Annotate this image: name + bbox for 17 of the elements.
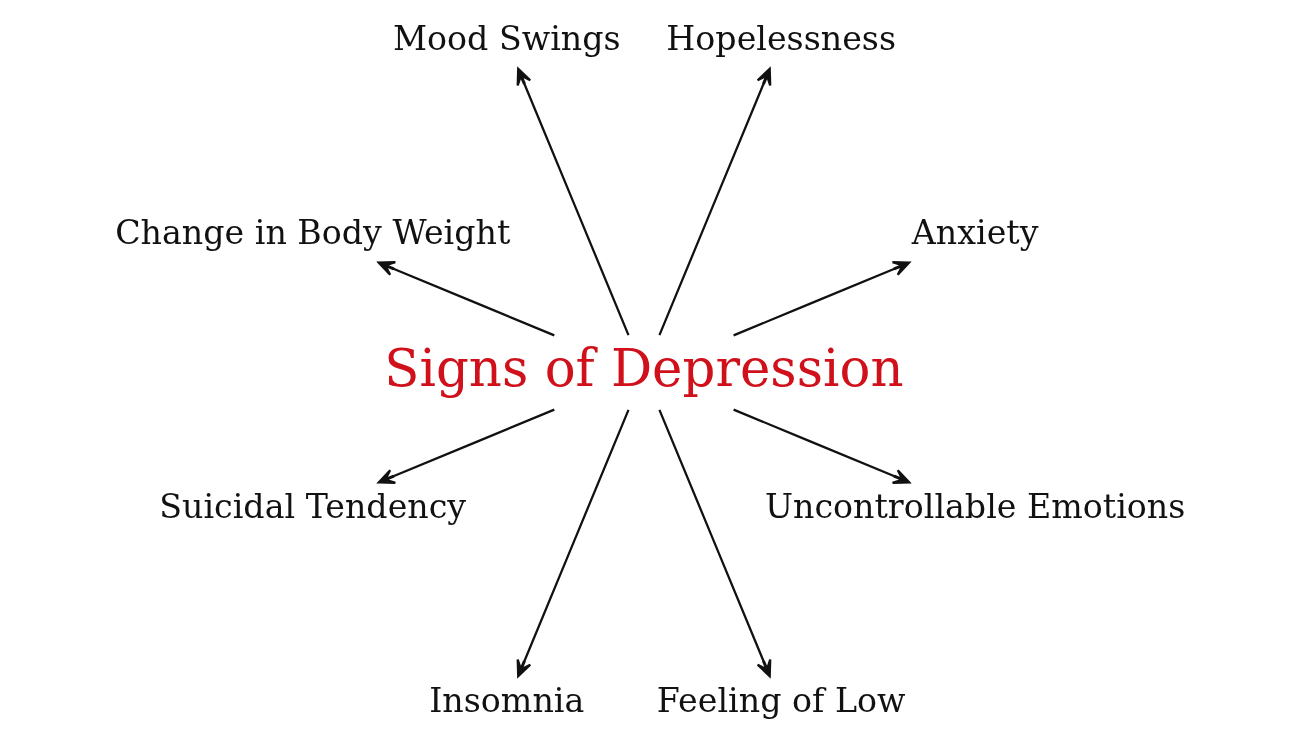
arrow: [377, 261, 555, 337]
node-text: Feeling of Low: [656, 681, 906, 721]
arrow: [377, 408, 555, 484]
node-text: Insomnia: [429, 681, 585, 721]
node-text: Uncontrollable Emotions: [765, 487, 1186, 527]
node-text: Anxiety: [911, 212, 1039, 252]
arrow: [516, 67, 630, 336]
arrow: [733, 408, 911, 484]
arrow: [658, 67, 772, 336]
arrow: [516, 409, 630, 678]
node-text: Suicidal Tendency: [159, 487, 467, 527]
arrow: [658, 409, 772, 678]
node-text: Change in Body Weight: [115, 212, 511, 252]
arrow: [733, 261, 911, 337]
node-text: Mood Swings: [392, 18, 621, 58]
node-text: Signs of Depression: [384, 337, 904, 398]
node-text: Hopelessness: [666, 18, 896, 58]
